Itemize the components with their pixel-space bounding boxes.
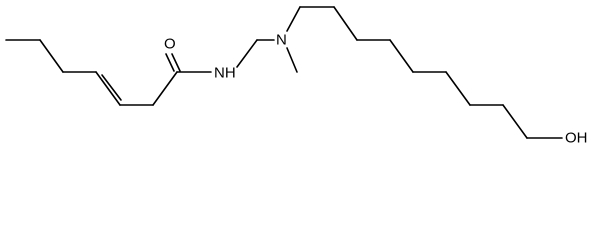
methyl-bond [286,47,298,73]
bond [333,6,358,41]
amide-linker: NH N [176,32,298,82]
oxygen-atom-label: O [164,36,176,53]
bond [152,71,178,106]
bond [236,39,258,68]
bond [286,6,301,32]
bond [39,39,64,73]
bond [445,71,471,106]
skeletal-formula-diagram: O NH N OH [5,6,588,147]
carbonyl-double-bond-line [171,53,181,72]
double-bond-inner-line [101,74,122,101]
tertiary-amine-n-label: N [276,32,287,49]
bond [389,39,414,73]
amide-nh-label: NH [214,65,236,82]
carbonyl-group: O [164,36,181,72]
bond [95,71,121,106]
hydroxynonyl-chain: OH [286,6,588,147]
carbonyl-double-bond-line [165,53,175,72]
hydroxyl-oh-label: OH [565,130,588,147]
bond [502,104,528,139]
heptenyl-chain [5,39,178,106]
